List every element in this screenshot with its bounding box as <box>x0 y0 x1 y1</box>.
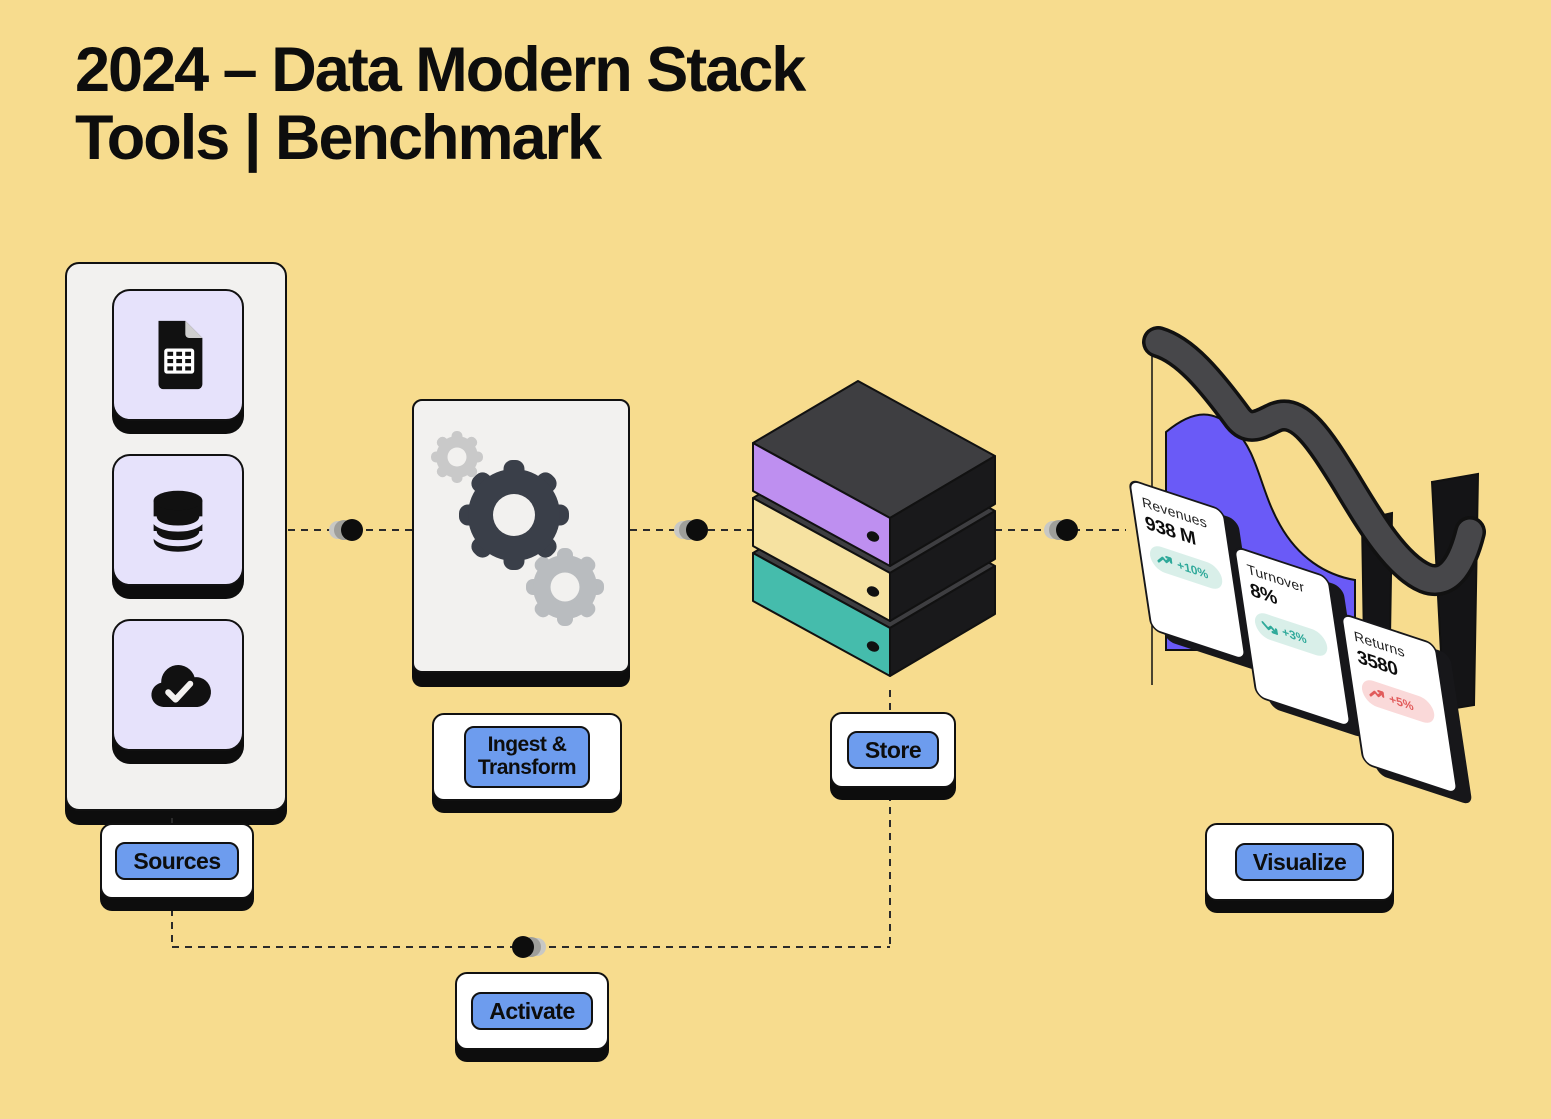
visualize-label-box: Visualize <box>1205 823 1394 901</box>
trend-up-icon <box>1369 689 1385 698</box>
sources-button[interactable]: Sources <box>115 841 239 881</box>
gear-medium-icon <box>526 548 604 626</box>
source-tile-spreadsheet[interactable] <box>112 289 244 421</box>
trend-down-icon <box>1261 621 1278 635</box>
kpi-card-returns[interactable]: Returns 3580 +5% <box>1340 612 1459 796</box>
ingest-label-line1: Ingest & <box>487 733 567 757</box>
ingest-transform-button[interactable]: Ingest & Transform <box>463 726 591 788</box>
page-title-line2: Tools | Benchmark <box>75 103 602 174</box>
spreadsheet-file-icon <box>158 320 203 390</box>
kpi-card-turnover[interactable]: Turnover 8% +3% <box>1233 545 1352 729</box>
chart-ribbon <box>1142 326 1486 596</box>
page-title-line1: 2024 – Data Modern Stack <box>75 35 806 105</box>
activate-label-box: Activate <box>455 972 609 1050</box>
kpi-delta-badge: +5% <box>1360 676 1437 727</box>
data-dot-2 <box>674 519 708 541</box>
server-stack <box>752 380 996 677</box>
kpi-delta: +10% <box>1176 557 1210 582</box>
ingest-transform-box <box>412 399 630 673</box>
kpi-delta: +5% <box>1388 691 1415 714</box>
store-button[interactable]: Store <box>846 730 940 770</box>
data-dot-4 <box>512 936 546 958</box>
database-icon <box>150 490 206 552</box>
gear-small-icon <box>431 431 483 483</box>
sources-panel <box>65 262 287 811</box>
store-label-box: Store <box>830 712 956 788</box>
page-title: 2024 – Data Modern Stack Tools | Benchma… <box>75 35 806 174</box>
gear-large-icon <box>459 460 569 570</box>
ingest-label-line2: Transform <box>477 756 577 779</box>
trend-up-icon <box>1157 555 1173 564</box>
visualize-button[interactable]: Visualize <box>1234 842 1365 882</box>
activate-button[interactable]: Activate <box>471 991 593 1031</box>
kpi-card-revenues[interactable]: Revenues 938 M +10% <box>1128 478 1247 662</box>
source-tile-cloud[interactable] <box>112 619 244 751</box>
sources-label-box: Sources <box>100 823 254 899</box>
data-dot-1 <box>329 519 363 541</box>
data-dot-3 <box>1044 519 1078 541</box>
kpi-delta: +3% <box>1281 624 1308 647</box>
cloud-check-icon <box>151 665 211 707</box>
kpi-delta-badge: +3% <box>1253 609 1330 660</box>
source-tile-database[interactable] <box>112 454 244 586</box>
kpi-delta-badge: +10% <box>1148 542 1225 593</box>
ingest-label-box: Ingest & Transform <box>432 713 622 801</box>
server-layer-purple <box>752 380 996 567</box>
